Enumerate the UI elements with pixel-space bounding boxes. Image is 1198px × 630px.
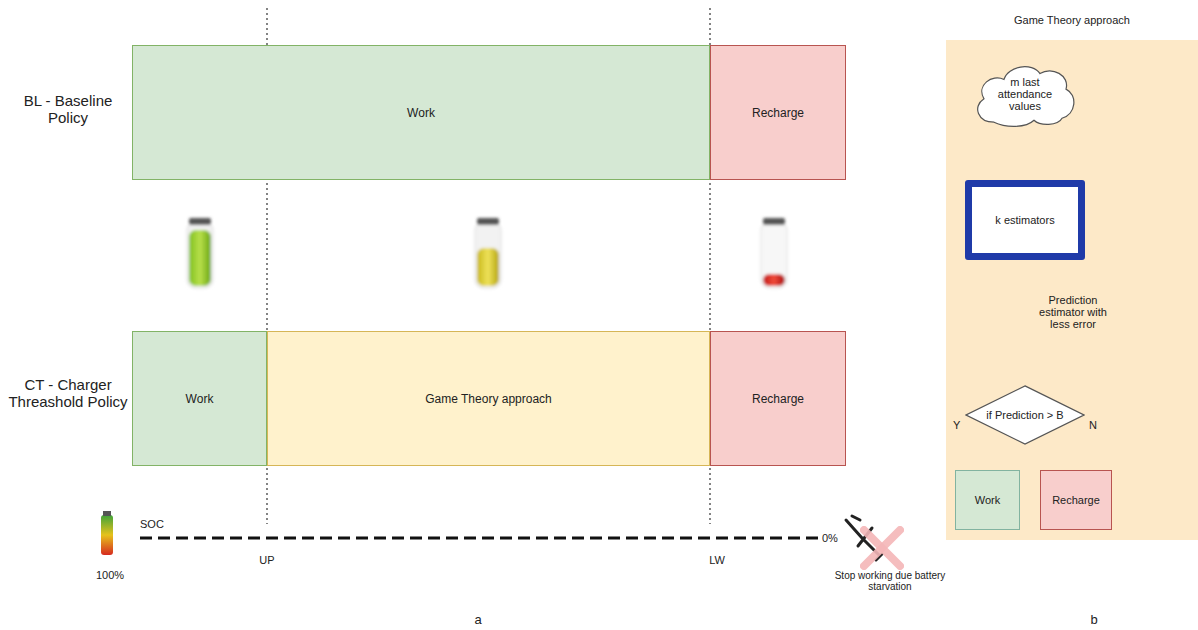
soc-battery-cap [103,511,111,516]
node-text: if Prediction > B [982,409,1068,421]
axis-value: 100% [88,569,132,581]
battery-tube [761,222,787,288]
battery-cap [189,218,211,225]
battery-icon [761,218,787,288]
battery-cap [763,218,785,225]
diamond-shape [966,386,1084,444]
battery-icon [187,218,213,288]
panel-letter: b [1084,612,1104,627]
node-text: Recharge [1052,494,1100,506]
soc-axis [140,537,822,540]
note-label: Stop working due battery starvation [830,570,950,592]
action-box: Work [955,470,1020,530]
edge-label: Prediction estimator with less error [1033,294,1113,330]
row-label: CT - Charger Threashold Policy [8,376,128,410]
cross-mark [864,530,900,566]
node-text: Recharge [752,392,804,406]
threshold-label: UP [250,554,284,566]
edge-label: Y [953,419,965,431]
panel-title: Game Theory approach [946,14,1198,26]
node-text: Work [407,106,435,120]
soc-battery-icon [101,515,113,555]
policy-band: Recharge [710,45,846,180]
battery-level [763,274,785,286]
battery-level [477,248,499,286]
node-text: k estimators [994,214,1056,226]
row-label: BL - Baseline Policy [8,92,128,126]
threshold-label: LW [700,554,734,566]
action-box: Recharge [1040,470,1112,530]
battery-cap [477,218,499,225]
node-text: Recharge [752,106,804,120]
node-text: Game Theory approach [425,392,552,406]
policy-band: Game Theory approach [267,331,710,466]
battery-icon [475,218,501,288]
estimator-monitor: k estimators [965,180,1085,260]
battery-tube [475,222,501,288]
panel-letter: a [468,612,488,627]
policy-band: Recharge [710,331,846,466]
input-cloud: m last attendance values [970,60,1080,128]
node-text: Work [975,494,1000,506]
battery-tube [187,222,213,288]
edge-label: N [1085,419,1097,431]
cross-mark [864,530,900,566]
policy-band: Work [132,331,267,466]
battery-level [189,230,211,286]
approach-panel: Game Theory approachm last attendance va… [946,40,1198,540]
stopped-drone-icon [846,516,900,566]
decision-diamond: if Prediction > B [965,385,1085,445]
policy-band: Work [132,45,710,180]
cloud-shape [978,67,1074,127]
node-text: Work [186,392,214,406]
node-text: m last attendance values [990,76,1060,112]
axis-label: SOC [140,518,180,530]
axis-value: 0% [822,532,844,544]
